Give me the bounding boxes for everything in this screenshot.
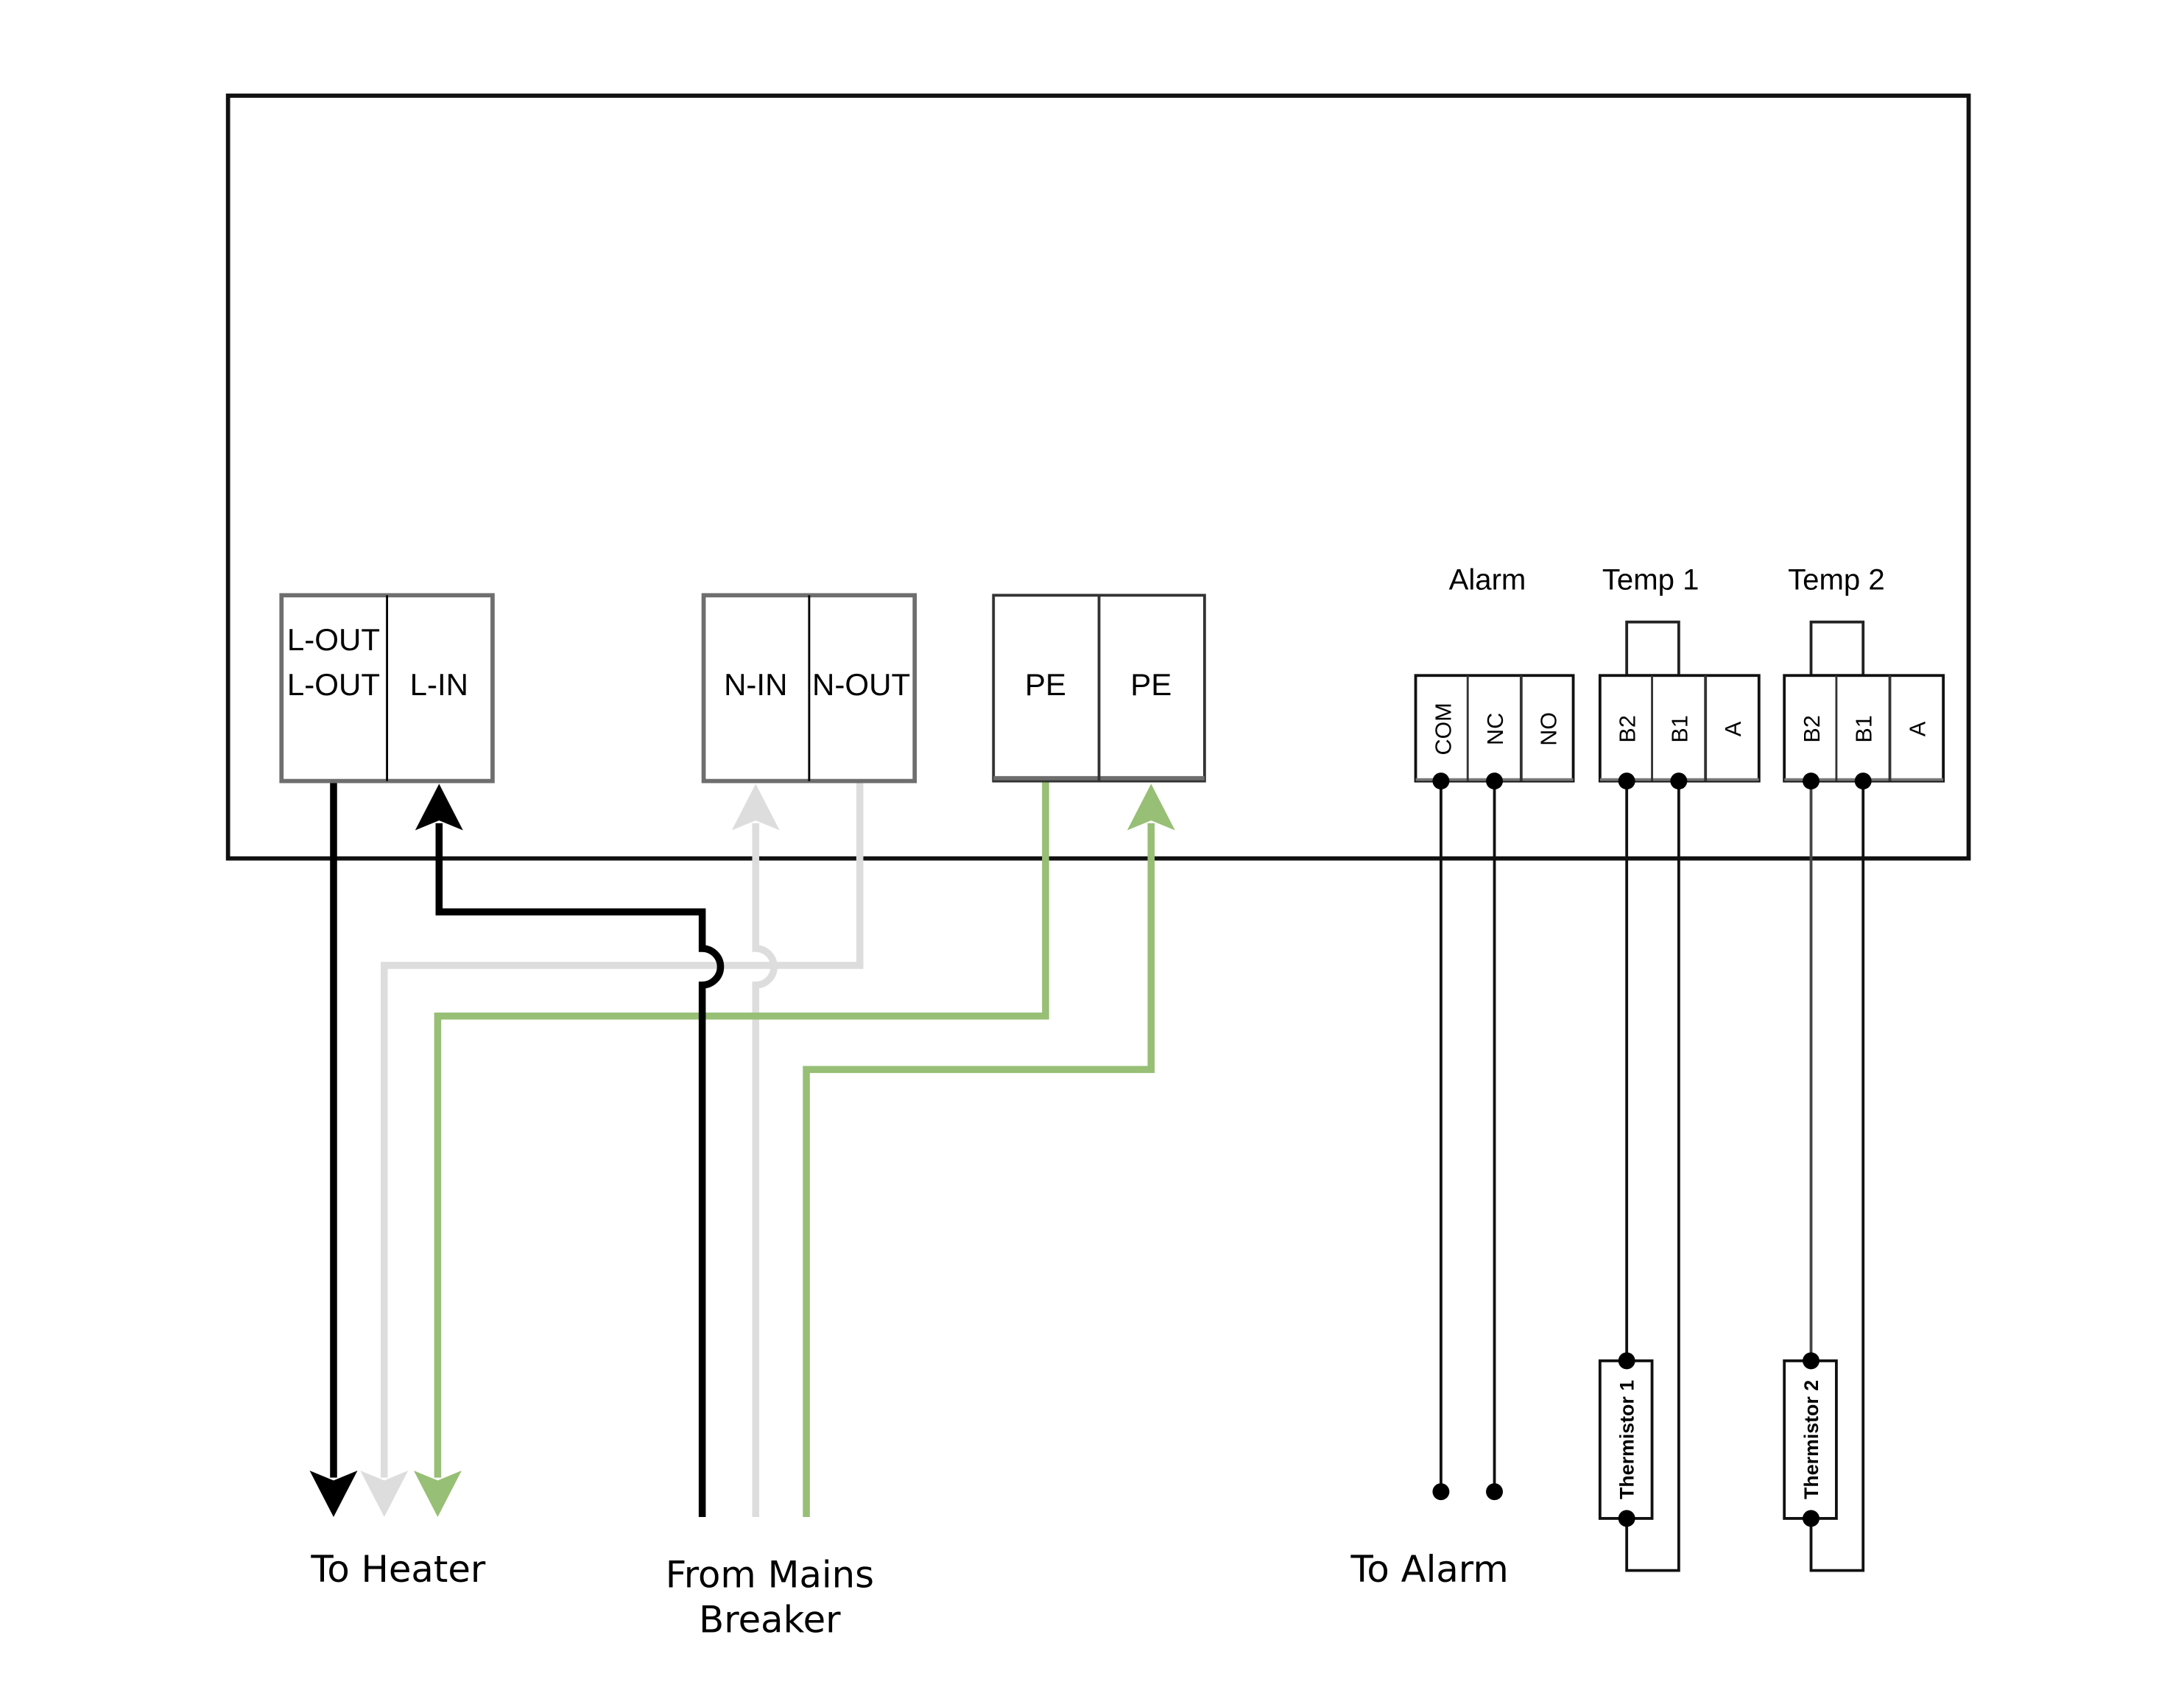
thermistor-1-label: Thermistor 1 xyxy=(1616,1380,1638,1499)
wire-live-in-from-mains xyxy=(435,823,725,1518)
terminal-label-n-in: N-IN xyxy=(724,667,787,702)
terminal-block-earth: PE PE xyxy=(992,594,1206,783)
arrowhead-live-heater xyxy=(309,1470,358,1518)
label-from-mains-2: Breaker xyxy=(699,1599,841,1641)
temp1-pin-b2: B2 xyxy=(1616,715,1641,742)
temp1-block-title: Temp 1 xyxy=(1602,563,1699,596)
temp1-b2-dot xyxy=(1618,772,1635,790)
terminal-block-temp2: Temp 2 B2 B1 A xyxy=(1783,563,1945,790)
arrowhead-pe-in xyxy=(1127,784,1175,831)
terminal-block-alarm: Alarm COM NC NO xyxy=(1414,563,1575,790)
arrowhead-neutral-in xyxy=(731,784,780,831)
arrowhead-neutral-heater xyxy=(360,1470,409,1518)
wires xyxy=(309,781,1865,1572)
temp2-pin-a: A xyxy=(1905,721,1930,736)
terminal-label-pe-2: PE xyxy=(1130,667,1172,702)
temp2-b2-dot xyxy=(1803,772,1820,790)
alarm-com-dot xyxy=(1432,772,1450,790)
temp1-pin-b1: B1 xyxy=(1667,715,1692,742)
alarm-nc-dot xyxy=(1486,772,1504,790)
alarm-pin-nc: NC xyxy=(1483,713,1508,745)
temp1-pin-a: A xyxy=(1721,721,1746,736)
terminal-block-neutral: N-IN N-OUT xyxy=(701,593,917,784)
arrowhead-pe-heater xyxy=(413,1470,462,1518)
wire-temp2-loop xyxy=(1809,781,1865,1572)
terminal-label-pe-1: PE xyxy=(1025,667,1066,702)
label-to-heater: To Heater xyxy=(310,1548,485,1591)
terminal-label-l-out: L-OUT xyxy=(287,667,380,702)
temp2-pin-b2: B2 xyxy=(1800,715,1825,742)
thermistor-1: Thermistor 1 xyxy=(1598,1352,1654,1527)
alarm-pin-com: COM xyxy=(1431,703,1456,755)
thermistor-2: Thermistor 2 xyxy=(1783,1352,1838,1527)
label-from-mains-1: From Mains xyxy=(666,1554,874,1597)
temp1-b1-dot xyxy=(1670,772,1688,790)
alarm-pin-no: NO xyxy=(1537,712,1562,746)
temp2-block-title: Temp 2 xyxy=(1788,563,1885,596)
arrowhead-live-in xyxy=(415,784,463,831)
thermistor-2-label: Thermistor 2 xyxy=(1800,1380,1822,1499)
wire-pe-from-mains xyxy=(803,823,1155,1518)
label-to-alarm: To Alarm xyxy=(1350,1548,1509,1591)
terminal-label-n-out: N-OUT xyxy=(812,667,910,702)
temp2-pin-b1: B1 xyxy=(1852,715,1877,742)
terminal-block-live: L-OUT L-OUT L-IN xyxy=(279,593,495,784)
wire-temp1-loop xyxy=(1625,781,1680,1572)
terminal-label-l-in: L-IN xyxy=(410,667,468,702)
alarm-block-title: Alarm xyxy=(1449,563,1526,596)
wire-neutral-out-to-heater xyxy=(381,782,864,1478)
wire-neutral-in-from-mains xyxy=(752,823,778,1518)
wire-pe-to-heater xyxy=(434,782,1049,1478)
alarm-wire-end-nc xyxy=(1486,1483,1504,1501)
temp2-b1-dot xyxy=(1854,772,1872,790)
terminal-block-temp1: Temp 1 B2 B1 A xyxy=(1598,563,1761,790)
alarm-wire-end-com xyxy=(1432,1483,1450,1501)
terminal-label-l-out-extra: L-OUT xyxy=(287,622,380,657)
